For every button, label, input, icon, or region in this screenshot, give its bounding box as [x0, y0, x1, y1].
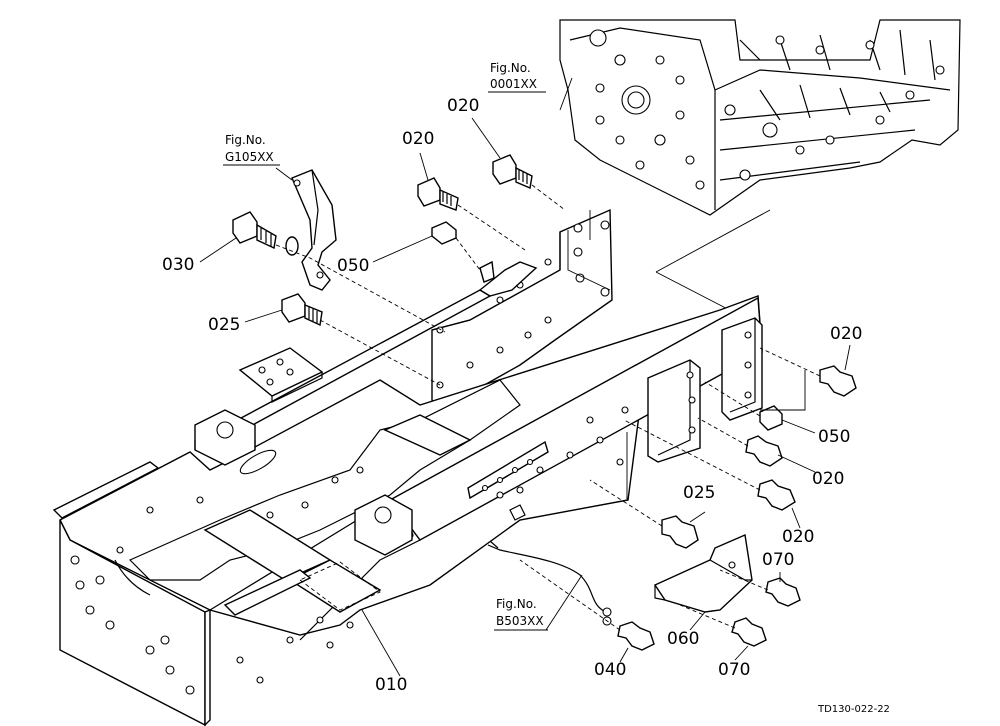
part-label-070-a: 070: [762, 550, 794, 570]
svg-text:Fig.No.: Fig.No.: [490, 61, 531, 75]
bracket-060: [653, 533, 753, 613]
leader-lines: [199, 77, 851, 677]
sensor-wire: [487, 540, 612, 626]
right-spacer-block-2: [721, 317, 763, 421]
engine-block: [559, 19, 961, 216]
part-label-030: 030: [162, 255, 194, 275]
svg-text:Fig.No.: Fig.No.: [496, 597, 537, 611]
frame-square-bracket-left: [194, 409, 256, 466]
right-spacer-block-1: [647, 359, 701, 463]
part-label-020-c: 020: [830, 324, 862, 344]
part-label-020-b: 020: [447, 96, 479, 116]
bolt-070-a: [765, 577, 801, 607]
part-label-040: 040: [594, 660, 626, 680]
part-label-025-b: 025: [683, 483, 715, 503]
bolt-025-a: [281, 293, 323, 327]
bolt-025-b: [661, 515, 699, 549]
upper-rail-strip: [198, 260, 538, 448]
svg-text:Fig.No.: Fig.No.: [225, 133, 266, 147]
part-label-070-b: 070: [718, 660, 750, 680]
part-label-020-a: 020: [402, 129, 434, 149]
drawing-code: TD130-022-22: [817, 704, 890, 715]
fig-ref-0001xx: Fig.No. 0001XX: [488, 61, 546, 93]
part-label-010: 010: [375, 675, 407, 695]
part-label-020-d: 020: [812, 469, 844, 489]
bolt-020-b: [492, 154, 533, 189]
frame-cross-members: [52, 414, 472, 616]
svg-text:0001XX: 0001XX: [490, 77, 537, 91]
fig-ref-g105xx: Fig.No. G105XX: [223, 133, 280, 166]
side-bracket: [291, 169, 337, 291]
bolt-020-c: [819, 365, 857, 397]
fig-ref-b503xx: Fig.No. B503XX: [494, 597, 548, 631]
bolt-070-b: [731, 617, 767, 647]
part-label-025-a: 025: [208, 315, 240, 335]
svg-text:G105XX: G105XX: [225, 150, 274, 164]
bolt-040: [617, 621, 655, 651]
upper-side-plate: [431, 208, 613, 411]
bolt-020-a: [417, 177, 459, 211]
bolt-030: [232, 211, 299, 256]
nut-050-b: [759, 405, 783, 431]
part-label-020-e: 020: [782, 527, 814, 547]
nut-050-a: [431, 221, 457, 245]
svg-text:B503XX: B503XX: [496, 614, 544, 628]
frame-square-bracket-right: [354, 494, 413, 556]
bolt-020-d: [745, 435, 783, 467]
top-mount-plate: [238, 347, 324, 403]
bolt-020-e: [757, 479, 796, 511]
part-label-050-a: 050: [337, 256, 369, 276]
part-label-060: 060: [667, 629, 699, 649]
mid-strip: [467, 440, 549, 521]
part-label-050-b: 050: [818, 427, 850, 447]
